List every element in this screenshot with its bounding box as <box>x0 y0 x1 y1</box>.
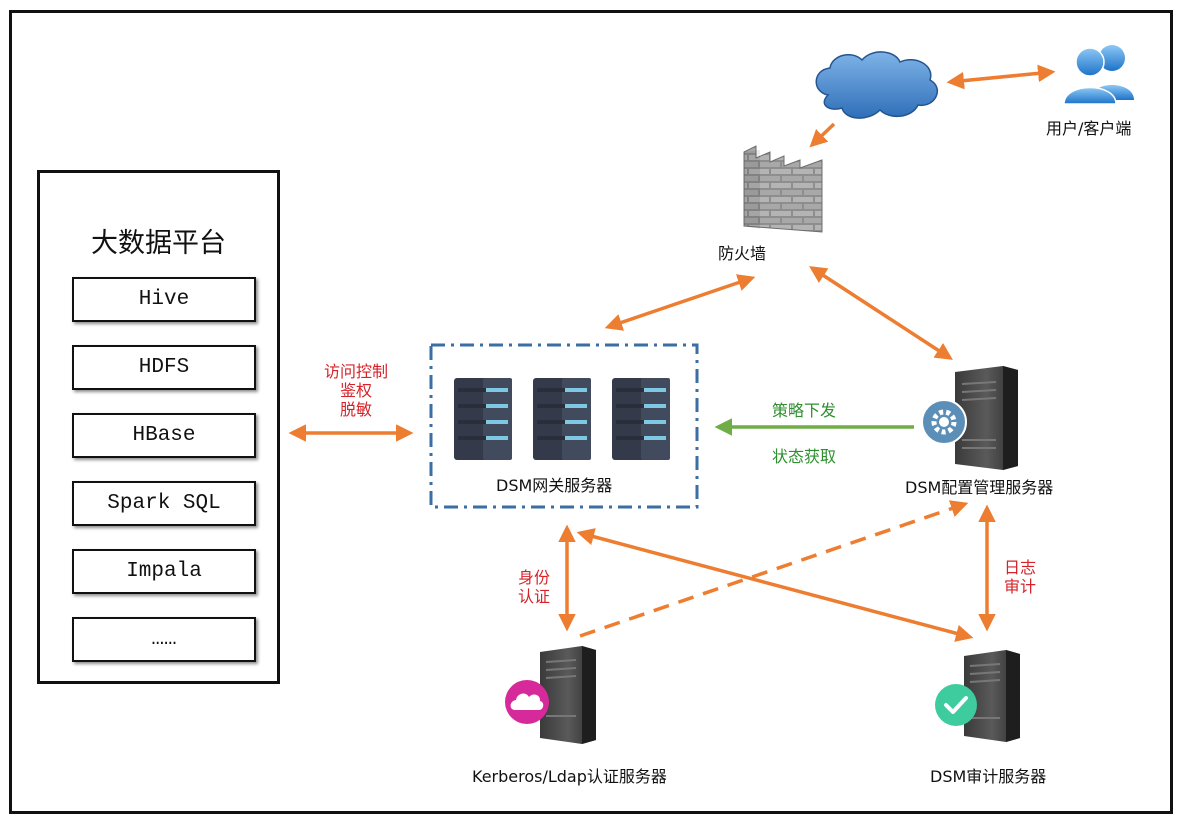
audit-text: 审计 <box>1003 577 1036 596</box>
arrow-gateway-audit <box>576 528 974 642</box>
masking-text: 脱敏 <box>339 400 372 419</box>
firewall-icon <box>743 145 823 233</box>
platform-item-spark-sql: Spark SQL <box>72 481 256 526</box>
log-audit-label: 日志 审计 <box>998 558 1042 596</box>
authorization-text: 鉴权 <box>339 381 372 400</box>
diagram-frame <box>9 10 1173 814</box>
check-badge-icon <box>935 684 977 726</box>
cloud-badge-icon <box>505 680 549 724</box>
arrow-cloud-firewall <box>809 122 836 148</box>
arrow-cloud-user <box>946 64 1056 90</box>
connection-arrows <box>288 64 1056 642</box>
platform-item-hive: Hive <box>72 277 256 322</box>
auth-text: 认证 <box>517 587 550 606</box>
server-tower-icon <box>540 646 596 744</box>
server-rack-icon <box>454 378 670 460</box>
arrow-firewall-config <box>809 266 953 360</box>
gateway-boundary <box>429 343 699 509</box>
identity-text: 身份 <box>517 568 550 587</box>
firewall-label: 防火墙 <box>718 244 767 263</box>
audit-server-label: DSM审计服务器 <box>930 767 1047 786</box>
config-server-label: DSM配置管理服务器 <box>905 478 1054 497</box>
server-tower-icon <box>955 366 1018 470</box>
platform-item-impala: Impala <box>72 549 256 594</box>
log-text: 日志 <box>1003 558 1036 577</box>
policy-dispatch-label: 策略下发 <box>772 401 837 420</box>
access-control-text: 访问控制 <box>323 362 388 381</box>
platform-item-hdfs: HDFS <box>72 345 256 390</box>
arrow-gateway-firewall <box>604 274 756 331</box>
gear-icon <box>921 399 967 445</box>
gateway-label: DSM网关服务器 <box>496 476 613 495</box>
access-control-label: 访问控制 鉴权 脱敏 <box>316 362 396 419</box>
users-icon <box>1063 45 1134 105</box>
platform-item-more: …… <box>72 617 256 662</box>
platform-title: 大数据平台 <box>91 228 226 259</box>
arrow-kerberos-config <box>579 500 969 638</box>
user-client-label: 用户/客户端 <box>1046 119 1132 138</box>
cloud-icon <box>815 51 939 119</box>
status-fetch-label: 状态获取 <box>772 447 837 466</box>
big-data-platform-panel: 大数据平台 Hive HDFS HBase Spark SQL Impala …… <box>37 170 280 684</box>
server-tower-icon <box>964 650 1020 742</box>
identity-auth-label: 身份 认证 <box>512 568 556 606</box>
platform-item-hbase: HBase <box>72 413 256 458</box>
kerberos-server-label: Kerberos/Ldap认证服务器 <box>472 767 667 786</box>
